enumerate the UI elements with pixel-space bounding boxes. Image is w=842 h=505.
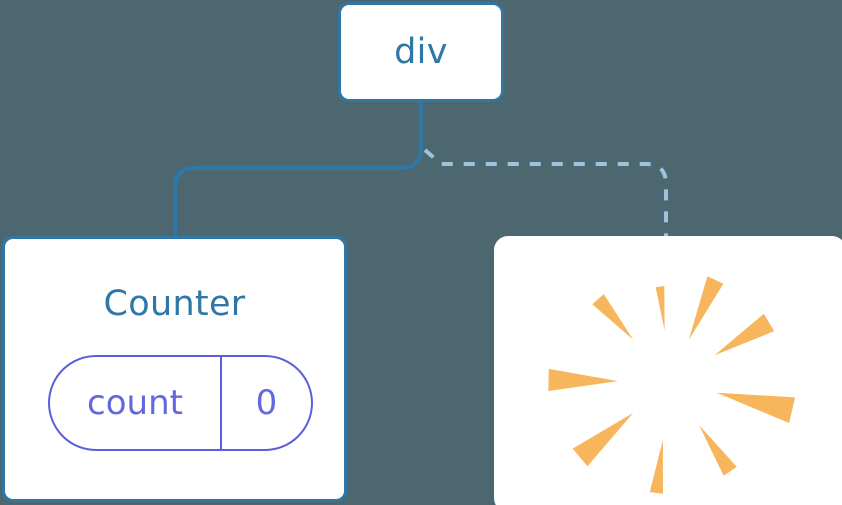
- sunburst-ray-2: [655, 286, 665, 331]
- sunburst-ray-9: [714, 313, 775, 356]
- node-div[interactable]: div: [338, 2, 504, 102]
- node-spark[interactable]: [494, 236, 842, 505]
- state-pill-value: 0: [255, 383, 278, 423]
- sunburst-icon: [548, 276, 796, 494]
- state-pill-count[interactable]: count 0: [48, 355, 313, 451]
- sunburst-ray-8: [716, 392, 796, 424]
- node-counter-title: Counter: [103, 284, 246, 324]
- node-div-label: div: [394, 31, 448, 72]
- edge-div-to-counter: [173, 100, 423, 241]
- sunburst-ray-3: [592, 294, 634, 340]
- edge-div-to-spark: [423, 148, 668, 238]
- sunburst-ray-1: [688, 276, 724, 340]
- state-pill-key: count: [50, 357, 222, 449]
- sunburst-ray-4: [548, 368, 619, 391]
- node-counter[interactable]: Counter count 0: [2, 236, 347, 502]
- sunburst-ray-6: [649, 439, 663, 494]
- sunburst-ray-5: [572, 412, 634, 467]
- sunburst-ray-7: [699, 425, 737, 476]
